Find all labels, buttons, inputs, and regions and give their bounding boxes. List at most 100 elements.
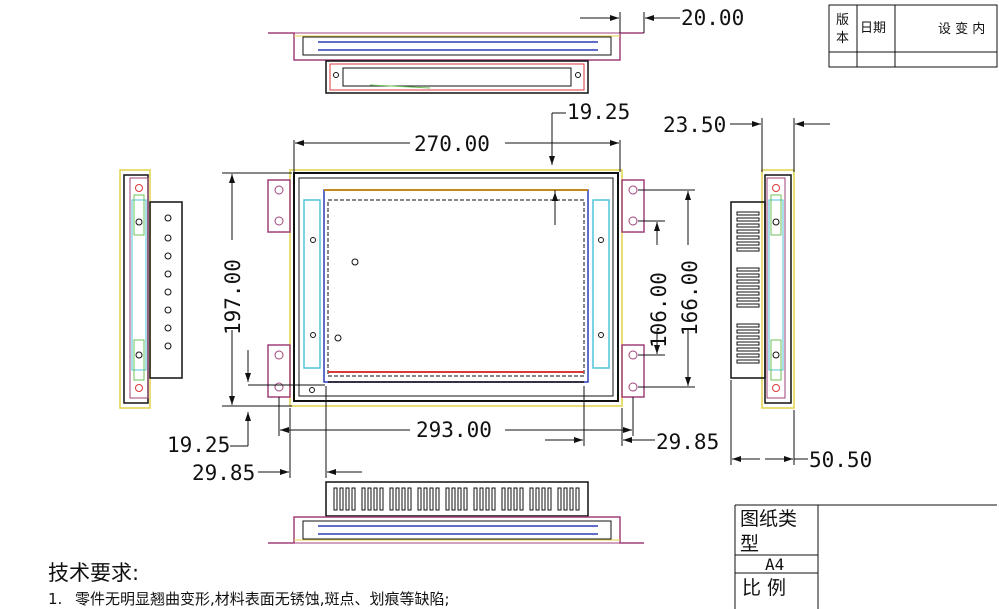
vent-slot — [423, 487, 428, 511]
left-side-view — [119, 169, 183, 409]
vent-slot — [491, 487, 496, 511]
dim-166-label: 166.00 — [678, 260, 702, 336]
scale-label: 比 例 — [742, 577, 786, 599]
vent-slot — [736, 279, 760, 284]
right-side-view — [730, 169, 795, 409]
vent-slot — [736, 341, 760, 346]
vent-slot — [736, 353, 760, 358]
dim-hole-outer: 166.00 — [638, 189, 702, 388]
vent-slot — [569, 487, 574, 511]
vent-slot — [736, 347, 760, 352]
top-view — [268, 32, 644, 94]
bottom-vent-slots — [333, 487, 580, 511]
tech-requirement-1-text: 零件无明显翘曲变形,材料表面无锈蚀,斑点、划痕等缺陷; — [75, 590, 450, 608]
vent-slot — [563, 487, 568, 511]
vent-slot — [736, 273, 760, 278]
title-block-top: 版 本 日期 设 变 内 — [828, 4, 998, 68]
vent-slot — [501, 487, 506, 511]
dim-29-85-right-label: 29.85 — [656, 430, 719, 454]
vent-slot — [351, 487, 356, 511]
vent-slot — [379, 487, 384, 511]
dim-left-small: 19.25 — [167, 350, 325, 457]
vent-slot — [445, 487, 450, 511]
dim-19-25-top-label: 19.25 — [567, 100, 630, 124]
vent-slot — [736, 329, 760, 334]
front-view — [267, 169, 645, 407]
tech-requirement-1-number: 1. — [48, 590, 62, 608]
side-vent-slots — [736, 211, 760, 364]
dim-293-label: 293.00 — [416, 418, 492, 442]
vent-slot — [736, 323, 760, 328]
dim-side-top: 23.50 — [663, 113, 830, 172]
dim-106-label: 106.00 — [647, 272, 671, 348]
vent-slot — [736, 297, 760, 302]
dim-bottom-width: 293.00 — [278, 397, 634, 442]
vent-slot — [736, 335, 760, 340]
version-label-2: 本 — [836, 31, 849, 46]
vent-slot — [407, 487, 412, 511]
vent-slot — [535, 487, 540, 511]
vent-slot — [479, 487, 484, 511]
vent-slot — [547, 487, 552, 511]
drawing-type-label-2: 型 — [740, 533, 759, 555]
dim-197-label: 197.00 — [221, 259, 245, 335]
vent-slot — [736, 247, 760, 252]
vent-slot — [575, 487, 580, 511]
vent-slot — [429, 487, 434, 511]
vent-slot — [457, 487, 462, 511]
vent-slot — [339, 487, 344, 511]
drawing-type-label-1: 图纸类 — [740, 508, 797, 530]
change-label: 设 变 内 — [938, 21, 985, 37]
vent-slot — [736, 303, 760, 308]
vent-slot — [361, 487, 366, 511]
vent-slot — [333, 487, 338, 511]
vent-slot — [417, 487, 422, 511]
vent-slot — [736, 217, 760, 222]
vent-slot — [473, 487, 478, 511]
dim-side-depth: 50.50 — [730, 380, 872, 472]
dim-19-25-left-label: 19.25 — [167, 433, 230, 457]
dim-right-offset: 29.85 — [545, 386, 719, 454]
tech-requirements-heading: 技术要求: — [48, 561, 139, 585]
vent-slot — [373, 487, 378, 511]
vent-slot — [736, 241, 760, 246]
vent-slot — [736, 223, 760, 228]
version-label-1: 版 — [836, 13, 849, 28]
vent-slot — [736, 267, 760, 272]
dim-29-85-left-label: 29.85 — [192, 461, 255, 485]
dim-20-label: 20.00 — [681, 6, 744, 30]
dim-50-50-label: 50.50 — [809, 448, 872, 472]
vent-slot — [529, 487, 534, 511]
vent-slot — [507, 487, 512, 511]
vent-slot — [367, 487, 372, 511]
date-label: 日期 — [860, 21, 886, 36]
dim-hole-inner: 106.00 — [638, 220, 671, 356]
vent-slot — [736, 235, 760, 240]
dim-270-label: 270.00 — [414, 132, 490, 156]
vent-slot — [345, 487, 350, 511]
vent-slot — [736, 285, 760, 290]
dim-top-small: 19.25 — [549, 100, 630, 225]
dim-left-offset: 29.85 — [192, 386, 362, 485]
vent-slot — [736, 229, 760, 234]
vent-slot — [736, 359, 760, 364]
vent-slot — [401, 487, 406, 511]
vent-slot — [389, 487, 394, 511]
vent-slot — [541, 487, 546, 511]
vent-slot — [485, 487, 490, 511]
bottom-view — [268, 481, 644, 544]
title-block-bottom: 图纸类 型 A4 比 例 — [734, 504, 997, 609]
tech-requirements: 技术要求: 1. 零件无明显翘曲变形,材料表面无锈蚀,斑点、划痕等缺陷; — [48, 561, 450, 608]
dim-23-50-label: 23.50 — [663, 113, 726, 137]
dim-top-offset: 20.00 — [580, 6, 744, 33]
vent-slot — [557, 487, 562, 511]
dim-width-outer: 270.00 — [293, 132, 621, 172]
paper-size-label: A4 — [765, 555, 784, 574]
vent-slot — [395, 487, 400, 511]
vent-slot — [451, 487, 456, 511]
vent-slot — [519, 487, 524, 511]
dim-height-outer: 197.00 — [221, 172, 292, 407]
vent-slot — [463, 487, 468, 511]
